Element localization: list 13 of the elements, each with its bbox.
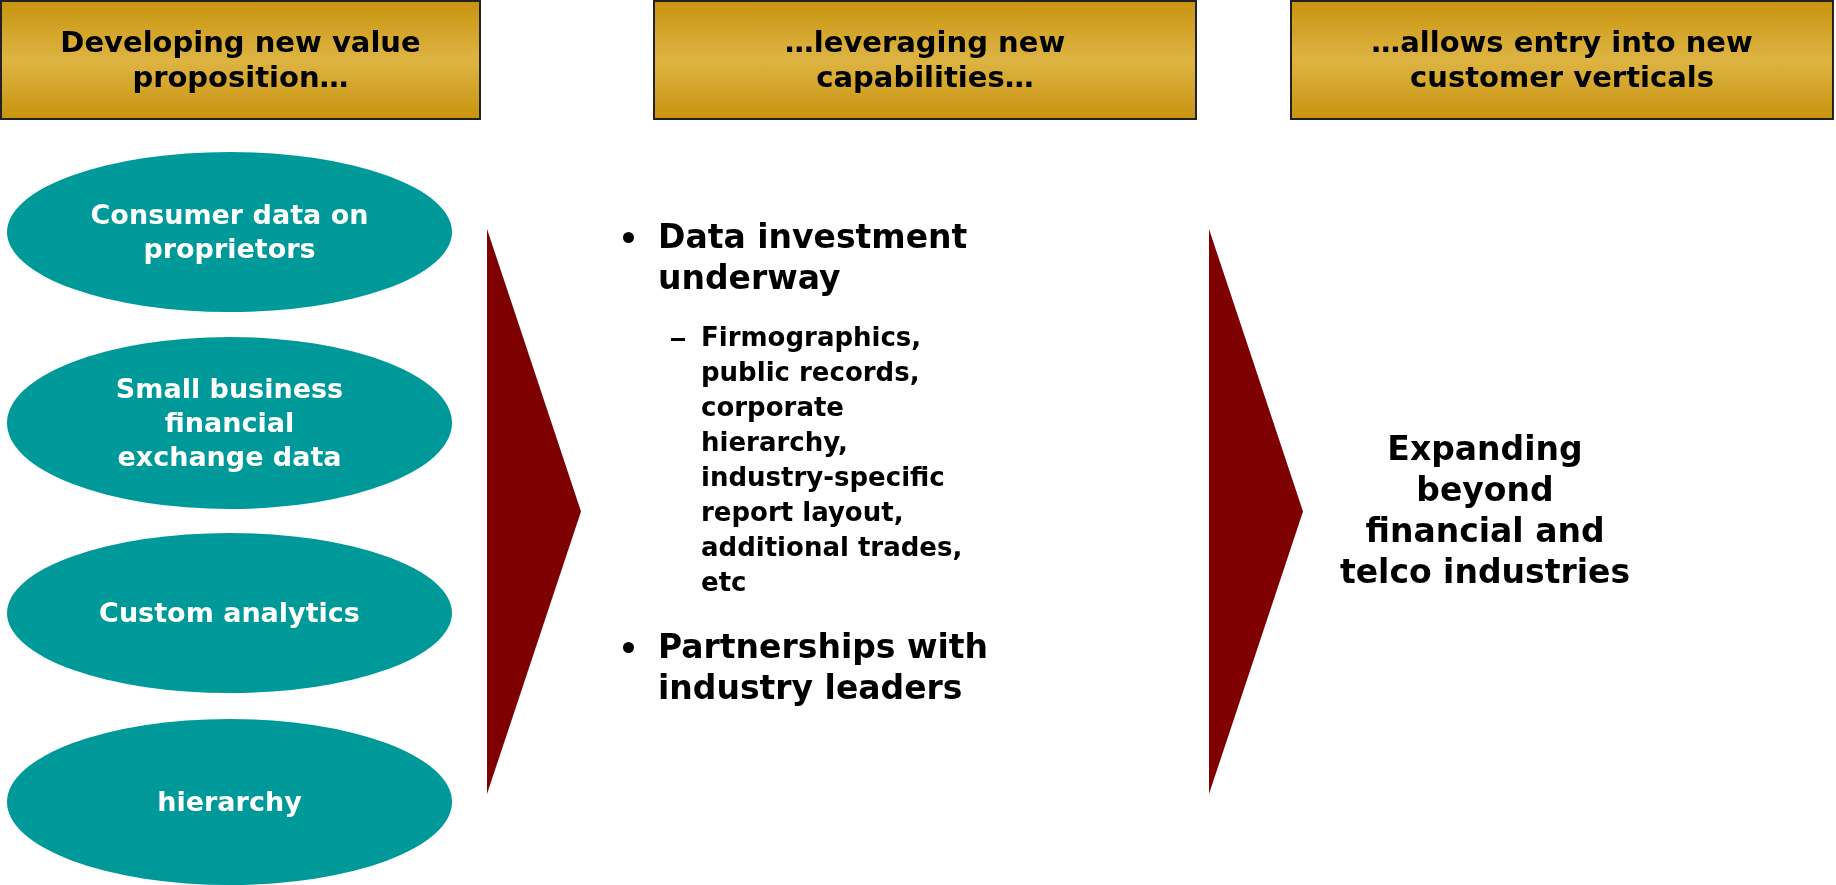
bullet-text: Partnerships with industry leaders <box>658 626 990 708</box>
topic-ellipse: Small business financial exchange data <box>7 337 452 509</box>
column-header: …allows entry into new customer verticals <box>1290 0 1834 120</box>
column-header: …leveraging new capabilities… <box>653 0 1197 120</box>
topic-ellipse: hierarchy <box>7 719 452 885</box>
bullet-text: Data investment underway <box>658 216 969 298</box>
topic-ellipse: Custom analytics <box>7 533 452 693</box>
outcome-text: Expanding beyond financial and telco industries <box>1305 410 1645 610</box>
sub-bullet-text: Firmographics, public records, corporate hierarchy, industry-specific report layout, additional trades, etc <box>701 321 963 599</box>
topic-ellipse: Consumer data on proprietors <box>7 152 452 312</box>
column-header: Developing new value proposition… <box>0 0 481 120</box>
chevron-arrow <box>487 229 581 794</box>
chevron-arrow <box>1209 229 1303 794</box>
